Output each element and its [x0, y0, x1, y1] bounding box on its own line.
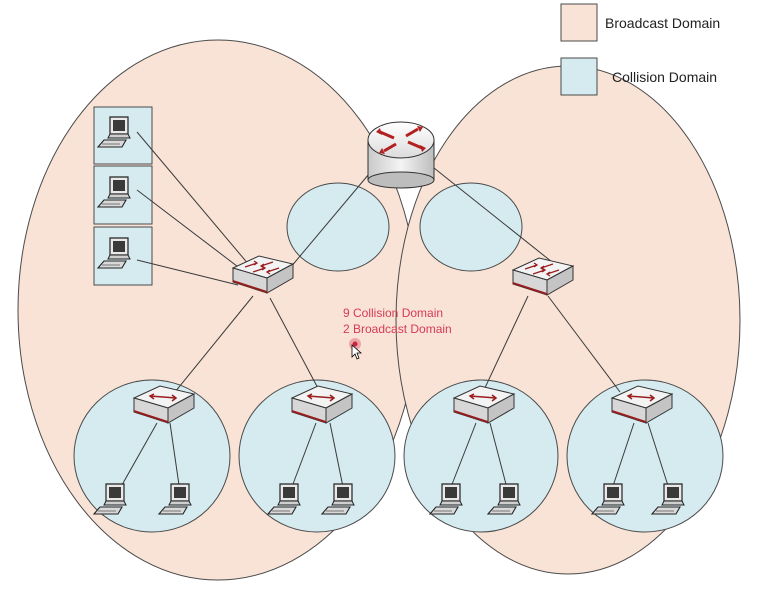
- legend-collision-swatch: [560, 57, 598, 96]
- mouse-pointer-icon: [349, 338, 363, 360]
- broadcast-count-annotation: 2 Broadcast Domain: [343, 322, 452, 336]
- legend-broadcast-label: Broadcast Domain: [605, 15, 720, 31]
- collision-domain-top-right: [419, 182, 523, 272]
- legend-collision-label: Collision Domain: [612, 69, 717, 85]
- legend-broadcast-swatch: [560, 3, 598, 42]
- network-links: [117, 131, 671, 493]
- router-icon: [367, 121, 435, 189]
- collision-domain-hub-2: [238, 379, 396, 533]
- collision-domain-top-left: [286, 182, 390, 272]
- collision-count-annotation: 9 Collision Domain: [343, 306, 443, 320]
- legend: Broadcast Domain Collision Domain: [560, 3, 720, 96]
